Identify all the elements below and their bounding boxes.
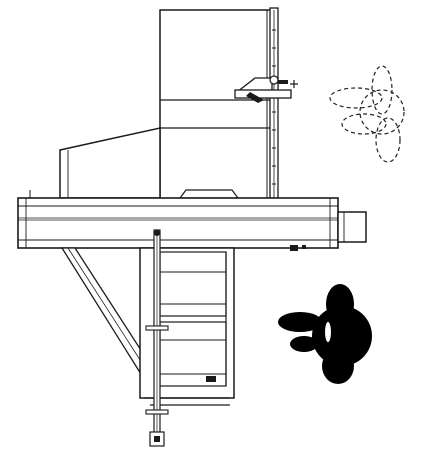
upper-cabinet [159, 9, 273, 201]
right-vertical-rail [269, 7, 279, 201]
solid-operator-position [278, 284, 372, 384]
vertical-screw-rod [145, 229, 169, 447]
right-end-block [337, 211, 367, 243]
dashed-operator-position [329, 65, 405, 163]
top-hinge-bracket [234, 75, 298, 103]
main-beam [17, 197, 339, 251]
